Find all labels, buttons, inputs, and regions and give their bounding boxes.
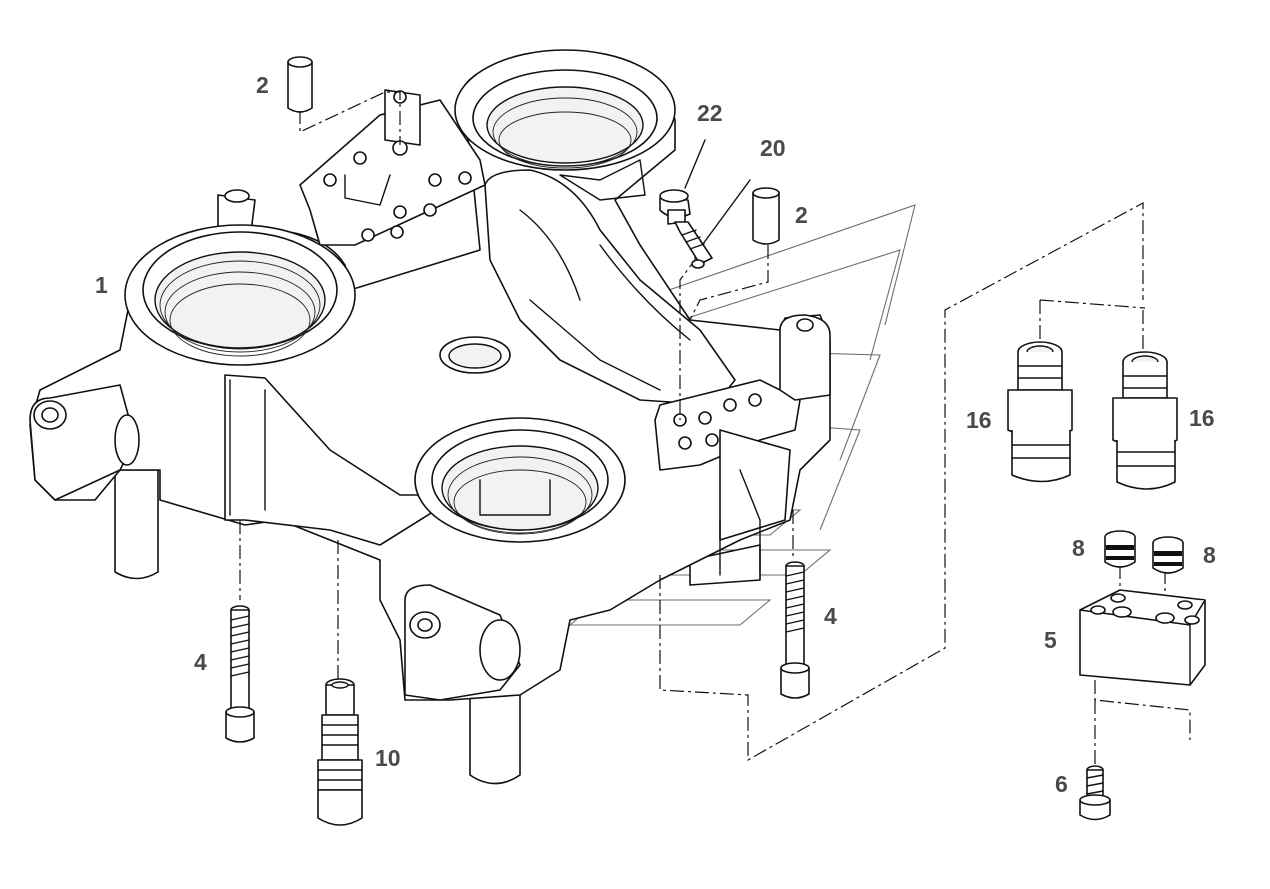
callout-8-left: 8 — [1072, 535, 1085, 561]
main-housing — [29, 49, 831, 785]
flange-block-5 — [1079, 589, 1206, 686]
callout-16-left: 16 — [966, 407, 992, 433]
plug-22 — [659, 189, 691, 225]
dowel-pin-2-right — [752, 187, 780, 245]
cartridge-valve-10 — [317, 678, 363, 826]
callout-1: 1 — [95, 272, 108, 298]
leader-lines — [684, 139, 751, 249]
callout-22: 22 — [697, 100, 723, 126]
assembly-lines — [239, 91, 1191, 790]
relief-valve-16-left — [1007, 341, 1073, 483]
callout-6: 6 — [1055, 771, 1068, 797]
callout-20: 20 — [760, 135, 786, 161]
plug-8-left — [1104, 530, 1136, 568]
callout-10: 10 — [375, 745, 401, 771]
callout-2-left: 2 — [256, 72, 269, 98]
bolt-4-left — [225, 605, 255, 743]
relief-valve-16-right — [1112, 351, 1178, 490]
plug-8-right — [1152, 536, 1184, 574]
callout-2-right: 2 — [795, 202, 808, 228]
dowel-pin-2-left — [287, 56, 313, 113]
callout-8-right: 8 — [1203, 542, 1216, 568]
callout-5: 5 — [1044, 627, 1057, 653]
bolt-4-right — [780, 561, 810, 699]
callout-16-right: 16 — [1189, 405, 1215, 431]
callout-4-left: 4 — [194, 649, 207, 675]
screw-6 — [1079, 765, 1111, 821]
callout-4-right: 4 — [824, 603, 837, 629]
screw-20 — [674, 221, 713, 269]
